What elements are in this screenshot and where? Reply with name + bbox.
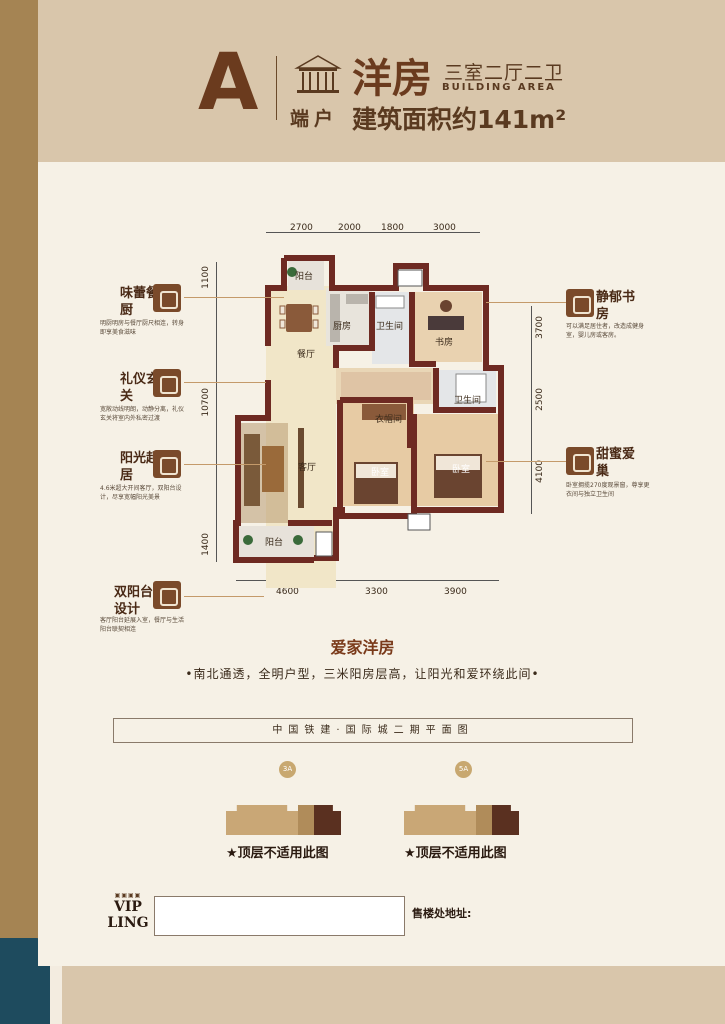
room-bedroom-2: 卧室 — [452, 465, 471, 475]
feature-foyer-leader — [184, 382, 266, 383]
dim-top-2: 2000 — [338, 223, 361, 233]
dim-top-1: 2700 — [290, 223, 313, 233]
feature-dining-leader — [184, 297, 284, 298]
feature-balcony-desc: 客厅阳台延展入室，餐厅与生活阳台联契相连 — [100, 617, 185, 633]
slogan-title: 爱家洋房 — [330, 638, 395, 657]
globe-icon — [566, 289, 594, 317]
feature-study-leader — [486, 302, 566, 303]
house-icon — [294, 55, 342, 93]
building-plan-3a — [226, 805, 341, 835]
floor-plan — [233, 255, 504, 588]
feature-bedroom-desc: 卧室拥揽270度观景窗，尊享更衣间与独立卫生间 — [566, 482, 650, 498]
room-living: 客厅 — [298, 463, 317, 473]
building-area: 建筑面积约141m² — [352, 105, 567, 134]
logo-vip: VIP — [114, 899, 142, 915]
bed-icon — [566, 447, 594, 475]
house-type-title: 洋房 — [352, 56, 432, 102]
logo-mark: ▣▣▣▣ — [114, 892, 142, 899]
shoe-icon — [153, 369, 181, 397]
room-layout: 三室二厅二卫 — [444, 62, 565, 84]
feature-balcony-title: 双阳台设计 — [114, 585, 154, 617]
left-decor-bar — [0, 0, 38, 1024]
feature-study-desc: 可以满足居住者，改造成健身室，婴儿房或客房。 — [566, 323, 645, 339]
header-band — [38, 0, 725, 162]
room-study: 书房 — [435, 338, 454, 348]
room-balcony-north: 阳台 — [295, 272, 314, 282]
building-tag-5a: 5A — [455, 761, 472, 778]
feature-living-title: 阳光起居 — [120, 451, 160, 483]
feature-living-desc: 4.6米超大开间客厅，双阳台设计，尽享宽幅阳光美景 — [100, 485, 182, 501]
room-kitchen: 厨房 — [333, 322, 352, 332]
right-dim-line — [531, 306, 532, 514]
vip-ling-logo: ▣▣▣▣ VIP LING — [104, 892, 152, 931]
building-tag-3a: 3A — [279, 761, 296, 778]
balcony-icon — [153, 581, 181, 609]
dim-bottom-2: 3300 — [365, 587, 388, 597]
unit-type: 端户 — [290, 108, 339, 130]
room-balcony-south: 阳台 — [265, 538, 284, 548]
sofa-icon — [153, 450, 181, 478]
project-title: 中国铁建·国际城二期平面图 — [113, 718, 633, 743]
feature-dining-desc: 明厨明房与餐厅厨尺相连，转身即享美食滋味 — [100, 320, 185, 336]
room-bath-2: 卫生间 — [454, 396, 482, 406]
unit-letter: A — [198, 38, 259, 128]
room-bedroom-1: 卧室 — [371, 468, 390, 478]
address-box — [154, 896, 405, 936]
building-note-3a: ★顶层不适用此图 — [226, 846, 329, 861]
feature-balcony-leader — [184, 596, 264, 597]
bottom-dim-line — [236, 580, 499, 581]
dim-right-2: 2500 — [535, 388, 545, 411]
building-note-5a: ★顶层不适用此图 — [404, 846, 507, 861]
logo-ling: LING — [107, 915, 149, 931]
feature-living-leader — [184, 464, 266, 465]
dim-right-3: 4100 — [535, 460, 545, 483]
room-bath-1: 卫生间 — [376, 322, 404, 332]
dim-bottom-1: 4600 — [276, 587, 299, 597]
bottom-band — [62, 966, 725, 1024]
top-dim-line — [266, 232, 480, 233]
feature-foyer-title: 礼仪玄关 — [120, 372, 160, 404]
slogan-text: •南北通透，全明户型，三米阳房层高，让阳光和爱环绕此间• — [185, 667, 540, 681]
left-dim-line — [216, 262, 217, 562]
header-divider — [276, 56, 277, 120]
dining-icon — [153, 284, 181, 312]
dim-top-4: 3000 — [433, 223, 456, 233]
building-area-en: BUILDING AREA — [442, 82, 556, 93]
room-dining: 餐厅 — [297, 350, 316, 360]
building-plan-5a — [404, 805, 519, 835]
address-label: 售楼处地址: — [412, 907, 472, 920]
dim-top-3: 1800 — [381, 223, 404, 233]
feature-foyer-desc: 宽敞动线明朗，动静分离，礼仪玄关将室内外私密过渡 — [100, 406, 185, 422]
room-closet: 衣帽间 — [375, 415, 403, 425]
feature-study-title: 静郁书房 — [596, 290, 636, 322]
feature-bedroom-leader — [486, 461, 566, 462]
feature-dining-title: 味蕾餐厨 — [120, 286, 160, 318]
dim-bottom-3: 3900 — [444, 587, 467, 597]
dim-right-1: 3700 — [535, 316, 545, 339]
feature-bedroom-title: 甜蜜爱巢 — [596, 447, 636, 479]
